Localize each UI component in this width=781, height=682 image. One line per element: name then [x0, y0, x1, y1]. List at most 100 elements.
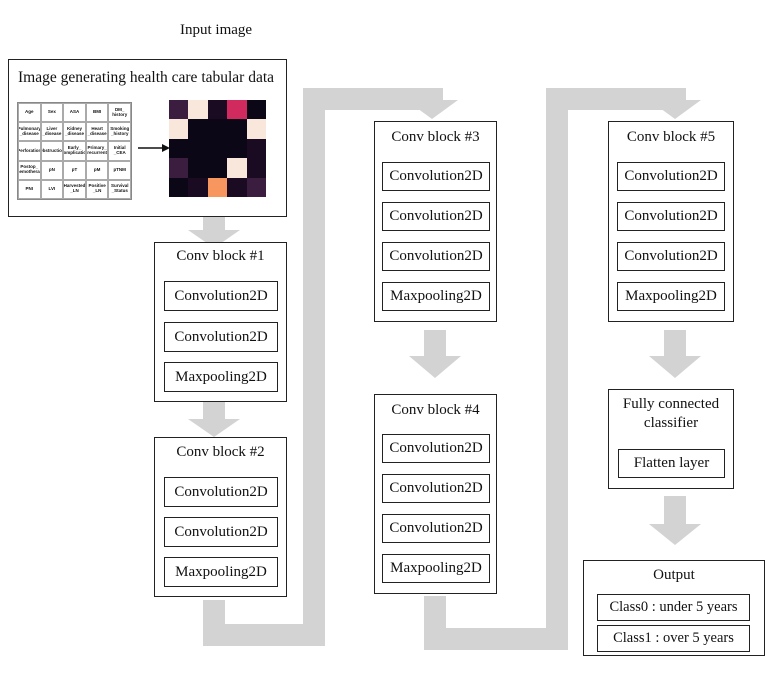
- table-cell: Survival _Status: [108, 179, 131, 199]
- table-cell: Kidney _disease: [63, 122, 86, 142]
- output-class-0: Class0 : under 5 years: [597, 594, 750, 621]
- path-down-block5: [664, 88, 686, 102]
- heatmap-cell: [169, 177, 189, 197]
- heatmap-cell: [246, 177, 266, 197]
- conv-block-2-layer-1: Convolution2D: [164, 477, 278, 507]
- conv-block-4-layer-1: Convolution2D: [382, 434, 490, 463]
- table-cell: Postop_ Chemotherapy: [18, 160, 41, 180]
- conv-block-3-title: Conv block #3: [391, 129, 480, 145]
- heatmap-cell: [207, 138, 228, 159]
- table-cell: Obstruction: [40, 141, 64, 161]
- heatmap-cell: [227, 177, 247, 197]
- conv-block-2-layer-2: Convolution2D: [164, 517, 278, 547]
- arrowhead-block5-to-classifier: [649, 356, 701, 378]
- table-cell: LVI: [40, 179, 64, 199]
- table-cell: pN: [40, 160, 64, 180]
- conv-block-5-title: Conv block #5: [626, 129, 716, 145]
- conv-block-3-layer-2: Convolution2D: [382, 202, 490, 231]
- output-class-1: Class1 : over 5 years: [597, 625, 750, 652]
- conv-block-1: Conv block #1 Convolution2D Convolution2…: [154, 242, 287, 402]
- heatmap-cell: [246, 100, 266, 120]
- heatmap-cell: [188, 158, 208, 178]
- heatmap-cell: [169, 100, 189, 120]
- conv-block-5: Conv block #5 Convolution2D Convolution2…: [608, 121, 734, 322]
- heatmap-cell: [227, 158, 247, 178]
- heatmap-cell: [246, 158, 266, 178]
- classifier-title-line-2: classifier: [643, 415, 699, 431]
- output-box: Output Class0 : under 5 years Class1 : o…: [583, 560, 765, 656]
- table-cell: pTNM: [108, 160, 131, 180]
- table-cell: Age: [18, 103, 41, 123]
- conv-block-5-layer-2: Convolution2D: [617, 202, 725, 231]
- arrowhead-to-block3: [406, 100, 458, 119]
- heatmap-cell: [207, 158, 228, 178]
- heatmap-cell: [169, 138, 189, 159]
- path-up-2: [546, 88, 568, 650]
- conv-block-4-title: Conv block #4: [391, 402, 480, 418]
- heatmap-cell: [227, 100, 247, 120]
- conv-block-4-layer-2: Convolution2D: [382, 474, 490, 503]
- heatmap-cell: [188, 177, 208, 197]
- arrowhead-classifier-to-output: [649, 524, 701, 545]
- heatmap-cell: [246, 119, 266, 139]
- arrow-classifier-to-output: [664, 496, 686, 526]
- conv-block-4-layer-4: Maxpooling2D: [382, 554, 490, 583]
- heatmap-cell: [207, 119, 228, 139]
- conv-block-2: Conv block #2 Convolution2D Convolution2…: [154, 437, 287, 597]
- conv-block-1-layer-1: Convolution2D: [164, 281, 278, 311]
- table-cell: pM: [85, 160, 109, 180]
- table-cell: Primary_ recurrent: [85, 141, 109, 161]
- arrow-right-icon: [138, 144, 170, 152]
- conv-block-3-layer-1: Convolution2D: [382, 162, 490, 191]
- heatmap-cell: [227, 138, 247, 159]
- table-cell: Sex: [40, 103, 64, 123]
- arrow-block1-to-block2: [203, 400, 225, 420]
- arrow-block5-to-classifier: [664, 330, 686, 358]
- arrowhead-input-to-block1: [188, 230, 240, 248]
- table-cell: Heart _disease: [85, 122, 109, 142]
- input-image-label: Input image: [180, 22, 253, 38]
- conv-block-4-layer-3: Convolution2D: [382, 514, 490, 543]
- heatmap-cell: [207, 100, 228, 120]
- heatmap-cell: [169, 158, 189, 178]
- conv-block-5-layer-1: Convolution2D: [617, 162, 725, 191]
- path-top-1: [303, 88, 443, 110]
- heatmap-cell: [188, 138, 208, 159]
- path-bottom-2: [424, 628, 568, 650]
- conv-block-3-layer-3: Convolution2D: [382, 242, 490, 271]
- table-cell: Harvested _LN: [63, 179, 86, 199]
- path-up-1: [303, 88, 325, 646]
- input-box-title: Image generating health care tabular dat…: [18, 69, 275, 86]
- heatmap-cell: [246, 138, 266, 159]
- arrow-block3-to-block4: [424, 330, 446, 358]
- table-cell: Initial _CEA: [108, 141, 131, 161]
- conv-block-1-layer-3: Maxpooling2D: [164, 362, 278, 392]
- table-cell: Perforation: [18, 141, 41, 161]
- table-cell: Early_ Complication: [63, 141, 86, 161]
- heatmap-cell: [227, 119, 247, 139]
- table-cell: Pulmonary _disease: [18, 122, 41, 142]
- path-down-block3: [421, 88, 443, 102]
- arrowhead-block1-to-block2: [188, 419, 240, 437]
- arrowhead-to-block5: [649, 100, 701, 119]
- flatten-layer: Flatten layer: [618, 449, 725, 478]
- table-cell: pT: [63, 160, 86, 180]
- heatmap-cell: [188, 119, 208, 139]
- conv-block-4: Conv block #4 Convolution2D Convolution2…: [374, 394, 497, 594]
- conv-block-3: Conv block #3 Convolution2D Convolution2…: [374, 121, 497, 322]
- fully-connected-classifier: Fully connected classifier Flatten layer: [608, 389, 734, 489]
- input-image-box: Image generating health care tabular dat…: [8, 59, 287, 217]
- table-cell: ASA: [63, 103, 86, 123]
- table-cell: Positive _LN: [85, 179, 109, 199]
- heatmap-image: [169, 100, 266, 197]
- conv-block-5-layer-4: Maxpooling2D: [617, 282, 725, 311]
- heatmap-cell: [188, 100, 208, 120]
- table-cell: Smoking _history: [108, 122, 131, 142]
- table-cell: PNI: [18, 179, 41, 199]
- table-cell: Liver _disease: [40, 122, 64, 142]
- conv-block-2-layer-3: Maxpooling2D: [164, 557, 278, 587]
- heatmap-cell: [169, 119, 189, 139]
- conv-block-5-layer-3: Convolution2D: [617, 242, 725, 271]
